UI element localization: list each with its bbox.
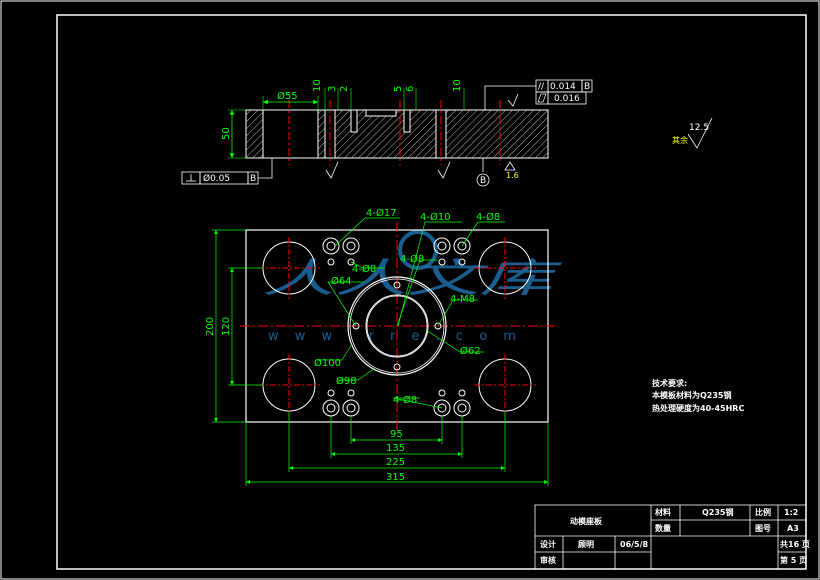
lbl-4phi8-a: 4-Ø8 [352, 263, 376, 275]
datum-b: B [476, 158, 490, 187]
tb-design-label: 设计 [540, 539, 556, 549]
tech-line2: 热处理硬度为40-45HRC [652, 403, 744, 413]
svg-text://: // [538, 82, 545, 92]
datum-letter: B [480, 176, 486, 186]
corner-holes [258, 237, 536, 416]
dim-phi55: Ø55 [277, 90, 298, 102]
title-block [534, 504, 807, 570]
lbl-phi100: Ø100 [314, 357, 341, 369]
dim-5: 5 [393, 86, 404, 92]
watermark-logo [398, 230, 438, 270]
tb-material-label: 材料 [655, 507, 671, 517]
roughness-mark-3 [507, 93, 519, 107]
flatness-tol: 0.016 [554, 94, 580, 104]
dim-6: 6 [405, 86, 416, 92]
tb-designer: 顾明 [578, 540, 594, 549]
lbl-4phi8-b: 4-Ø8 [400, 253, 424, 265]
tb-qty-label: 数量 [655, 523, 671, 533]
dim-3: 3 [327, 86, 338, 92]
tb-review-label: 审核 [540, 555, 556, 565]
lbl-phi64: Ø64 [331, 275, 352, 287]
dim-10b: 10 [452, 79, 463, 92]
section-view: Ø55 10 3 2 5 6 10 50 // 0.014 B [181, 79, 713, 187]
roughness-mark-2 [437, 161, 451, 179]
lbl-4phi10: 4-Ø10 [420, 211, 451, 223]
perpendicularity-frame: Ø0.05 B [181, 171, 259, 185]
tb-date: 06/5/8 [620, 540, 649, 549]
section-left-solid [245, 109, 264, 159]
section-hole-4 [403, 109, 411, 133]
perp-ref: B [250, 174, 256, 184]
watermark-url: w w w . r r e . c o m [268, 329, 522, 344]
rest-roughness-value: 12.5 [689, 123, 709, 133]
section-slot [365, 109, 397, 117]
perp-tol: Ø0.05 [203, 173, 230, 184]
tb-drawing-no-value: A3 [787, 524, 799, 533]
tb-sheet-no: 第 5 页 [780, 555, 807, 565]
flatness-tolerance-frame: 0.016 [535, 91, 587, 105]
dim-315: 315 [386, 472, 405, 483]
parallel-tol: 0.014 [550, 82, 576, 92]
inner-frame [56, 14, 807, 570]
dim-225: 225 [386, 457, 405, 468]
tech-requirements: 技术要求: 本模板材料为Q235钢 热处理硬度为40-45HRC [651, 378, 744, 413]
tb-scale-value: 1:2 [784, 508, 798, 517]
dim-95: 95 [390, 429, 403, 440]
tb-drawing-name: 动模座板 [570, 516, 603, 526]
parallel-tolerance-frame: // 0.014 B [535, 79, 593, 93]
dim-50: 50 [221, 127, 232, 140]
plan-view: 4-Ø17 4-Ø10 4-Ø8 4-Ø8 4-Ø8 Ø64 4-M8 Ø62 … [205, 207, 555, 486]
surface-mark: 1.6 [506, 171, 519, 180]
section-bore-gap [262, 109, 319, 159]
lbl-4m8: 4-M8 [450, 294, 475, 305]
lbl-4phi8-top: 4-Ø8 [476, 211, 500, 223]
dim-135: 135 [386, 443, 405, 454]
dim-200: 200 [205, 317, 216, 336]
roughness-mark-1 [325, 161, 339, 179]
tb-scale-label: 比例 [755, 507, 771, 517]
tb-total-sheets: 共16 页 [780, 539, 810, 549]
central-bore [347, 276, 447, 376]
rest-roughness-label: 其余 [672, 135, 688, 145]
lbl-phi62: Ø62 [460, 345, 481, 357]
parallel-ref: B [584, 82, 590, 92]
dim-10a: 10 [312, 79, 323, 92]
dim-120: 120 [221, 317, 232, 336]
dim-2: 2 [339, 86, 350, 92]
roughness-mark-4 [504, 161, 516, 171]
tech-line1: 本模板材料为Q235钢 [651, 390, 732, 400]
section-hole-2 [350, 109, 358, 133]
screw-holes [322, 237, 471, 417]
tb-material-value: Q235钢 [702, 507, 734, 517]
lbl-4phi8-bottom: 4-Ø8 [393, 394, 417, 406]
lbl-phi98: Ø98 [336, 375, 357, 387]
tech-heading: 技术要求: [652, 378, 687, 388]
tb-drawing-no-label: 图号 [755, 524, 771, 533]
lbl-4phi17: 4-Ø17 [366, 207, 397, 219]
